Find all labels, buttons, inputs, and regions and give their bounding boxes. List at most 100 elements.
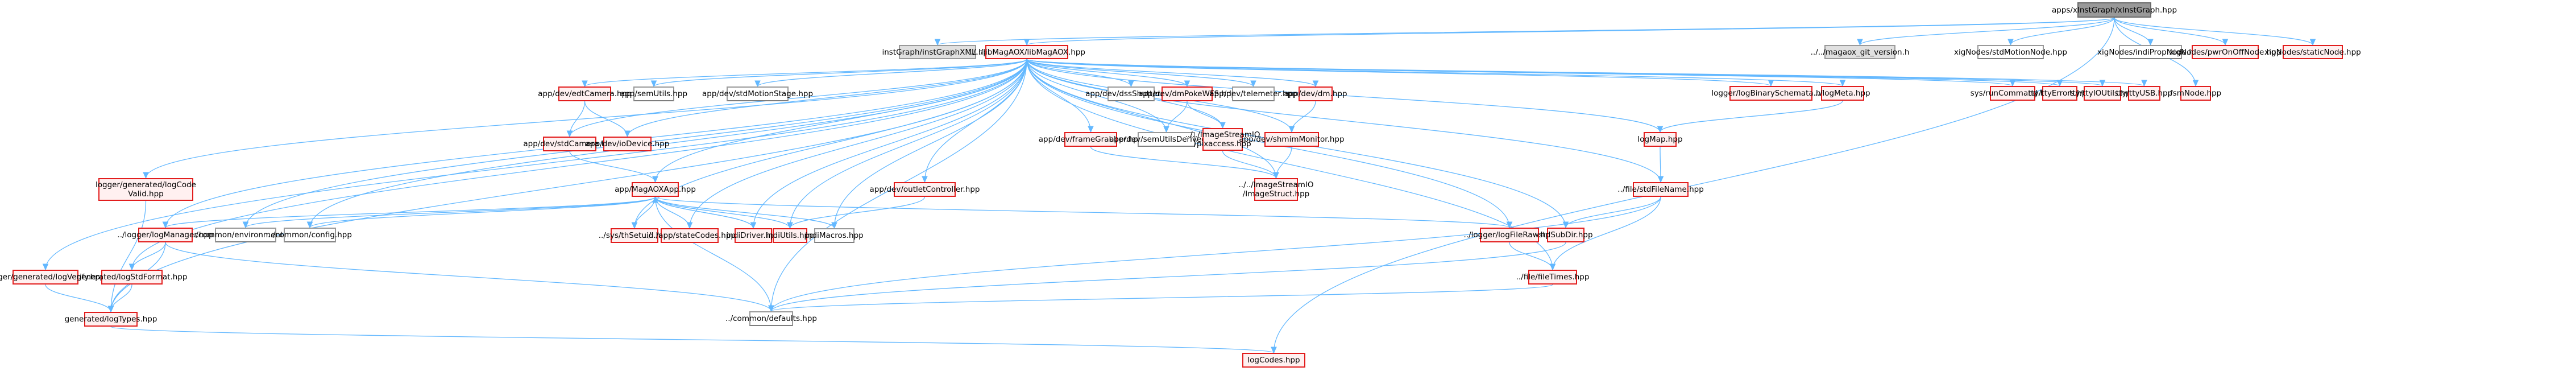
- graph-node-indi-utils[interactable]: indiUtils.hpp: [766, 228, 814, 243]
- arrowhead-icon: [2147, 39, 2154, 46]
- node-label: app/dev/edtCamera.hpp: [538, 89, 632, 98]
- arrowhead-icon: [42, 263, 49, 271]
- edge-libMagAOX-to-stdMotionStage: [757, 59, 1027, 87]
- arrowhead-icon: [107, 306, 114, 313]
- graph-node-std-camera[interactable]: app/dev/stdCamera.hpp: [523, 137, 616, 151]
- graph-node-log-verify[interactable]: logger/generated/logVerify.hpp: [0, 270, 105, 285]
- graph-node-fsm-node[interactable]: fsmNode.hpp: [2170, 86, 2221, 101]
- edge-logManager-to-logStdFormat: [131, 242, 166, 270]
- edge-dm-to-shmimMonitor: [1291, 101, 1316, 133]
- node-label: xigNodes/stdMotionNode.hpp: [1954, 47, 2068, 57]
- graph-node-shmim-monitor[interactable]: app/dev/shmimMonitor.hpp: [1239, 132, 1345, 147]
- graph-node-pwr-on-off-node[interactable]: xigNodes/pwrOnOffNode.hpp: [2170, 45, 2281, 59]
- graph-node-inst-graph-x-m-l[interactable]: instGraph/instGraphXML.hpp: [882, 45, 993, 59]
- node-label: xigNodes/pwrOnOffNode.hpp: [2169, 47, 2282, 57]
- arrowhead-icon: [242, 221, 249, 229]
- node-label: xigNodes/indiPropNode.hpp: [2097, 47, 2204, 57]
- graph-node-dm[interactable]: app/dev/dm.hpp: [1284, 86, 1347, 101]
- node-label: ../logMeta.hpp: [1815, 89, 1870, 98]
- node-label: indiDriver.hpp: [726, 231, 781, 240]
- edge-pixaccess-to-ImageStruct: [1222, 150, 1277, 179]
- graph-node-frame-grabber[interactable]: app/dev/frameGrabber.hpp: [1039, 132, 1143, 147]
- edge-logManager-to-defaults: [165, 242, 772, 312]
- graph-node-tty-i-o-utils[interactable]: tty/ttyIOUtils.hpp: [2069, 86, 2135, 101]
- graph-node-tty-errors[interactable]: tty/ttyErrors.hpp: [2028, 86, 2092, 101]
- graph-node-edt-camera[interactable]: app/dev/edtCamera.hpp: [538, 86, 632, 101]
- arrowhead-icon: [2141, 80, 2147, 87]
- node-label: app/dev/semUtilsDerived.hpp: [1109, 135, 1223, 144]
- graph-node-pixaccess[interactable]: ../../ImageStreamIO /pixaccess.hpp: [1185, 128, 1260, 151]
- node-label: logMap.hpp: [1637, 135, 1683, 144]
- edge-libMagAOX-to-semUtils: [653, 59, 1027, 87]
- graph-node-log-codes[interactable]: logCodes.hpp: [1242, 353, 1305, 368]
- node-label: ../../libMagAOX/libMagAOX.hpp: [968, 47, 1085, 57]
- graph-node-telemeter[interactable]: app/dev/telemeter.hpp: [1209, 86, 1297, 101]
- edge-MagAOXApp-to-config: [309, 196, 656, 228]
- arrowhead-icon: [754, 80, 761, 88]
- arrowhead-icon: [922, 176, 928, 183]
- node-label: ../file/fileTimes.hpp: [1516, 273, 1590, 282]
- node-label: app/dev/stdMotionStage.hpp: [702, 89, 814, 98]
- edge-libMagAOX-to-semUtilsDerived: [1026, 59, 1167, 133]
- graph-node-log-manager[interactable]: ../logger/logManager.hpp: [117, 228, 214, 242]
- arrowhead-icon: [1312, 80, 1319, 88]
- edge-libMagAOX-to-dm: [1026, 59, 1316, 87]
- graph-node-config[interactable]: ../common/config.hpp: [268, 228, 352, 242]
- graph-node-sem-utils[interactable]: app/semUtils.hpp: [620, 86, 687, 101]
- edge-stdFileName-to-stdSubDir: [1565, 196, 1661, 228]
- edge-logFileRaw-to-fileTimes: [1509, 242, 1553, 270]
- graph-node-log-types[interactable]: generated/logTypes.hpp: [65, 312, 157, 327]
- edge-xInstGraph-to-stdMotionNode: [2010, 17, 2115, 46]
- arrowhead-icon: [2099, 80, 2106, 87]
- graph-node-lib-mag-a-o-x[interactable]: ../../libMagAOX/libMagAOX.hpp: [968, 45, 1085, 59]
- arrowhead-icon: [162, 221, 169, 229]
- graph-node-run-command[interactable]: sys/runCommand.hpp: [1971, 86, 2055, 101]
- arrowhead-icon: [1288, 126, 1295, 133]
- graph-node-log-map[interactable]: logMap.hpp: [1637, 132, 1683, 147]
- node-label: app/dev/stdCamera.hpp: [523, 139, 616, 149]
- graph-node-std-sub-dir[interactable]: stdSubDir.hpp: [1538, 228, 1593, 242]
- graph-node-log-meta[interactable]: ../logMeta.hpp: [1815, 86, 1870, 101]
- graph-node-environment[interactable]: ../common/environment.hpp: [191, 228, 300, 242]
- edge-stdCamera-to-MagAOXApp: [569, 151, 656, 183]
- graph-node-tty-u-s-b[interactable]: tty/ttyUSB.hpp: [2116, 86, 2172, 101]
- graph-node-outlet-controller[interactable]: app/dev/outletController.hpp: [870, 182, 980, 197]
- graph-node-dss-shutter[interactable]: app/dev/dssShutter.hpp: [1085, 86, 1177, 101]
- arrowhead-icon: [306, 221, 313, 229]
- graph-node-th-setuid[interactable]: ../sys/thSetuid.hpp: [599, 228, 670, 243]
- edge-libMagAOX-to-ioDevice: [627, 59, 1027, 137]
- graph-node-x-inst-graph[interactable]: apps/xInstGraph/xInstGraph.hpp: [2052, 2, 2177, 18]
- arrowhead-icon: [1839, 80, 1846, 87]
- graph-node-io-device[interactable]: app/dev/ioDevice.hpp: [586, 137, 669, 151]
- graph-node--image-struct[interactable]: ../../ImageStreamIO /ImageStruct.hpp: [1239, 178, 1314, 201]
- graph-node-defaults[interactable]: ../common/defaults.hpp: [725, 311, 817, 326]
- graph-node-log-file-raw[interactable]: ../logger/logFileRaw.hpp: [1464, 228, 1555, 242]
- graph-node-log-binary-schemata[interactable]: logger/logBinarySchemata.hpp: [1711, 86, 1831, 101]
- graph-node-state-codes[interactable]: ../../app/stateCodes.hpp: [644, 228, 736, 243]
- arrowhead-icon: [1219, 122, 1226, 129]
- graph-node-static-node[interactable]: xigNodes/staticNode.hpp: [2264, 45, 2361, 59]
- graph-node-std-file-name[interactable]: ../file/stdFileName.hpp: [1617, 182, 1704, 197]
- edge-outletController-to-indiUtils: [789, 196, 926, 229]
- graph-node-indi-prop-node[interactable]: xigNodes/indiPropNode.hpp: [2097, 45, 2204, 59]
- edge-libMagAOX-to-logTypes: [110, 59, 1027, 312]
- graph-node-indi-driver[interactable]: indiDriver.hpp: [727, 228, 780, 243]
- graph-node-indi-macros[interactable]: indiMacros.hpp: [805, 228, 864, 243]
- node-label: instGraph/instGraphXML.hpp: [882, 47, 993, 57]
- arrowhead-icon: [1250, 80, 1256, 88]
- edge-libMagAOX-to-shmimMonitor: [1026, 59, 1292, 133]
- graph-node-file-times[interactable]: ../file/fileTimes.hpp: [1516, 270, 1589, 285]
- arrowhead-icon: [1128, 80, 1134, 88]
- node-label: generated/logTypes.hpp: [64, 315, 157, 324]
- graph-node-std-motion-node[interactable]: xigNodes/stdMotionNode.hpp: [1954, 45, 2067, 59]
- node-label: ../../ImageStreamIO /ImageStruct.hpp: [1238, 180, 1314, 199]
- graph-node-sem-utils-derived[interactable]: app/dev/semUtilsDerived.hpp: [1109, 132, 1223, 147]
- arrowhead-icon: [631, 222, 638, 229]
- graph-node-dm-poke-w-f-s[interactable]: app/dev/dmPokeWFS.hpp: [1138, 86, 1236, 101]
- graph-node--mag-a-o-x-app[interactable]: app/MagAOXApp.hpp: [615, 182, 696, 197]
- edge-libMagAOX-to-ttyUSB: [1026, 59, 2145, 86]
- graph-node-log-std-format[interactable]: generated/logStdFormat.hpp: [77, 270, 187, 285]
- graph-node-std-motion-stage[interactable]: app/dev/stdMotionStage.hpp: [702, 86, 813, 101]
- graph-node-log-code-valid[interactable]: logger/generated/logCode Valid.hpp: [96, 178, 196, 201]
- graph-node-git-version[interactable]: ../../magaox_git_version.h: [1811, 45, 1909, 59]
